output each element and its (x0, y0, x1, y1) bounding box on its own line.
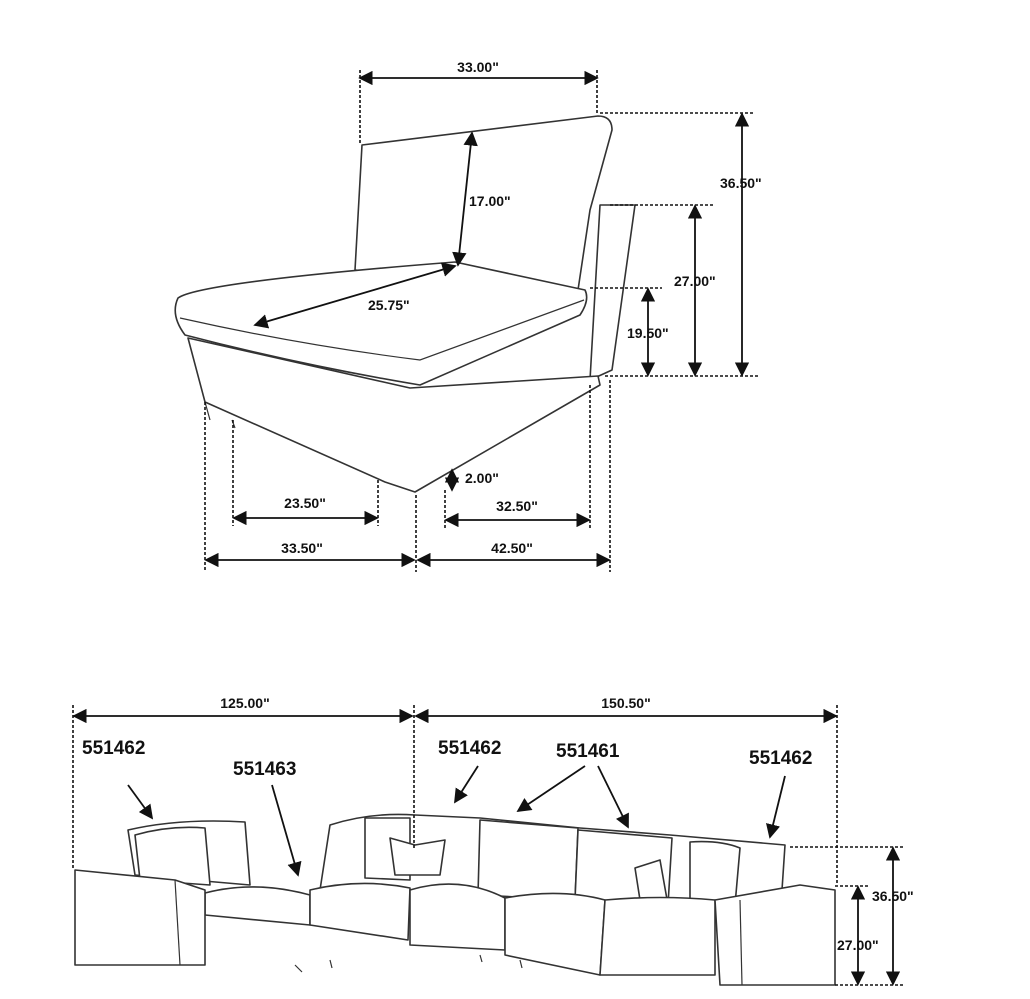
chair-dimensions: 33.00" 36.50" 27.00" 19.50" 17.00" 25.75… (204, 59, 762, 572)
part-label: 551462 (749, 748, 812, 769)
inner-width-right-label: 32.50" (496, 498, 538, 514)
sectional-arm-height-label: 27.00" (837, 937, 879, 953)
inner-width-left-label: 23.50" (284, 495, 326, 511)
arm-height-label: 27.00" (674, 273, 716, 289)
part-label: 551462 (82, 738, 145, 759)
seat-depth-label: 25.75" (368, 297, 410, 313)
leg-height-label: 2.00" (465, 470, 499, 486)
left-length-label: 125.00" (220, 695, 269, 711)
outer-width-left-label: 33.50" (281, 540, 323, 556)
sectional-total-height-label: 36.50" (872, 888, 914, 904)
total-height-label: 36.50" (720, 175, 762, 191)
part-label: 551463 (233, 759, 296, 780)
part-callouts: 551462 551463 551462 551461 551462 (82, 738, 812, 877)
sectional-dimensions: 125.00" 150.50" 36.50" 27.00" (72, 695, 914, 986)
part-label: 551462 (438, 738, 501, 759)
back-height-label: 17.00" (469, 193, 511, 209)
right-length-label: 150.50" (601, 695, 650, 711)
sectional-drawing (74, 813, 836, 986)
part-label: 551461 (556, 741, 620, 762)
back-width-label: 33.00" (457, 59, 499, 75)
seat-height-label: 19.50" (627, 325, 669, 341)
outer-width-right-label: 42.50" (491, 540, 533, 556)
